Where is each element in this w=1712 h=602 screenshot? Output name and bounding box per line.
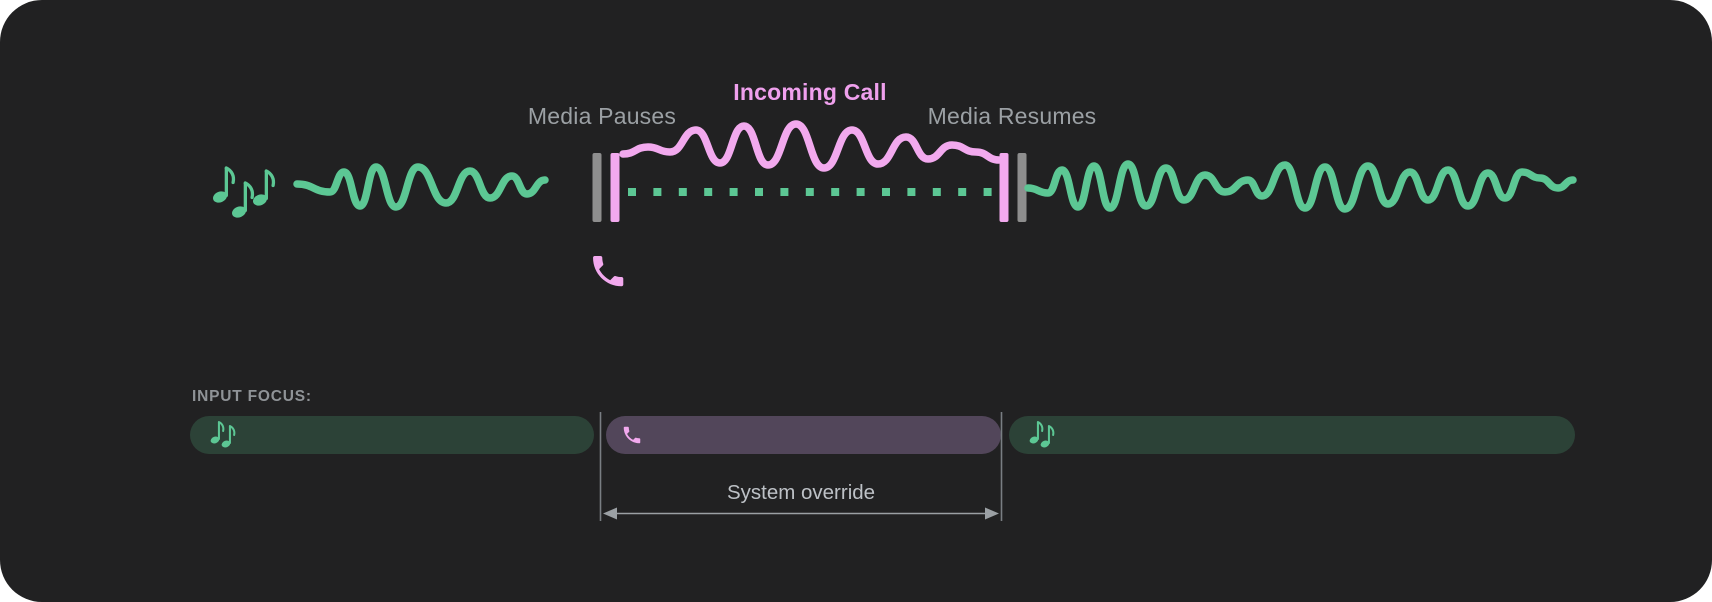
media-pauses-label: Media Pauses	[527, 103, 677, 129]
music-notes-icon	[1027, 420, 1055, 450]
incoming-call-label: Incoming Call	[733, 79, 887, 105]
focus-segment-incoming-call	[606, 416, 1001, 454]
input-focus-heading: INPUT FOCUS:	[192, 388, 312, 405]
media-resumes-label: Media Resumes	[927, 103, 1097, 129]
phone-icon	[623, 426, 641, 444]
system-override-label: System override	[726, 481, 876, 504]
focus-segment-media-after	[1009, 416, 1575, 454]
focus-segment-media-before	[190, 416, 594, 454]
music-notes-icon	[208, 420, 236, 450]
